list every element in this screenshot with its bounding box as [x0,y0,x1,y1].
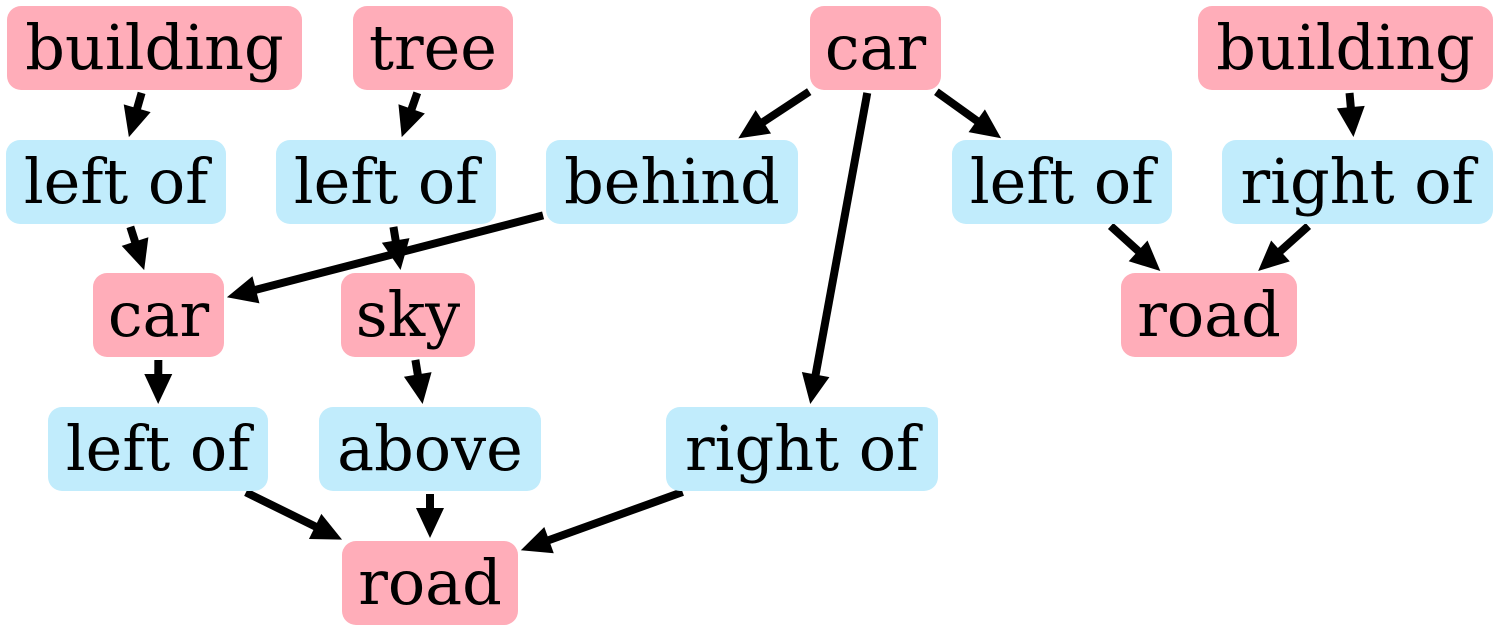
node-car-middle: car [93,273,224,357]
node-above: above [319,407,541,491]
arrowhead-icon [121,237,149,271]
arrowhead-icon [123,104,151,138]
edge-n13-to-n16 [244,488,343,540]
node-right-of-2: right of [666,407,938,491]
arrowhead-icon [520,526,554,554]
edge-n15-to-n16 [520,488,684,554]
edge-line [934,88,981,126]
node-sky: sky [341,273,475,357]
edge-n3-to-n8 [934,88,1002,139]
node-car-top: car [810,6,941,90]
edge-line [1345,92,1355,110]
arrowhead-icon [144,373,173,405]
edge-line [407,91,422,113]
arrowhead-icon [416,508,444,538]
arrowhead-icon [398,104,425,138]
node-left-of-1: left of [6,140,226,224]
edge-n14-to-n16 [416,494,444,538]
node-right-of-1: right of [1222,140,1493,224]
node-building-2: building [1198,6,1493,90]
node-left-of-3: left of [952,140,1172,224]
edge-line [759,88,812,127]
arrowhead-icon [1336,105,1365,138]
node-left-of-4: left of [48,407,268,491]
edge-line [244,488,319,531]
arrowhead-icon [1128,240,1161,271]
edge-n10-to-n13 [144,359,173,405]
arrowhead-icon [226,276,260,304]
arrowhead-icon [738,110,772,139]
arrowhead-icon [801,372,830,405]
edge-line [132,91,146,112]
edge-n3-to-n7 [738,88,812,139]
edge-line [411,359,423,378]
edge-n8-to-n12 [1107,223,1161,271]
node-road-right: road [1121,273,1297,357]
edge-line [389,226,400,244]
edge-n9-to-n12 [1258,223,1312,271]
edge-line [1107,223,1143,256]
edge-n11-to-n14 [403,359,432,405]
edge-n7-to-n10 [226,211,545,304]
arrowhead-icon [968,109,1002,139]
arrowhead-icon [1258,240,1290,271]
node-behind: behind [546,140,798,224]
node-tree: tree [353,6,513,90]
node-road-bottom: road [342,541,518,625]
arrowhead-icon [403,372,432,405]
edge-n2-to-n6 [398,91,425,138]
node-left-of-2: left of [276,140,496,224]
edge-n5-to-n10 [121,225,149,271]
edge-line [126,225,140,245]
node-building-1: building [7,6,302,90]
edge-n4-to-n9 [1336,92,1365,138]
edge-n1-to-n5 [123,91,151,138]
edge-line [1276,223,1312,256]
edge-line [545,488,684,545]
edge-n3-to-n15 [801,92,872,405]
edge-line [253,211,545,295]
edge-line [811,92,872,378]
arrowhead-icon [308,513,343,540]
